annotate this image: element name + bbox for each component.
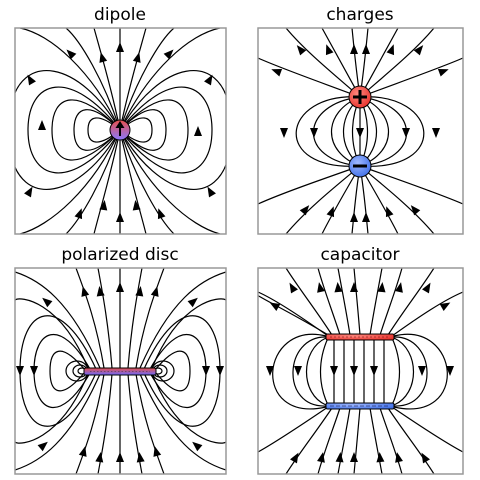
charges-frame: [257, 27, 464, 235]
dipole-frame: [14, 27, 227, 235]
panel-title-capacitor: capacitor: [320, 245, 400, 265]
disc-frame: [14, 267, 227, 475]
capacitor-arrowheads: [266, 282, 454, 464]
plus-sign-icon: [353, 90, 367, 104]
minus-sign-icon: [353, 164, 367, 168]
capacitor-panel: [257, 267, 464, 475]
disc-arrowheads: [16, 282, 224, 463]
capacitor-frame: [257, 267, 464, 475]
charges-arrowheads: [271, 44, 449, 222]
polarized-disc-panel: [14, 267, 227, 475]
panel-title-dipole: dipole: [94, 5, 146, 25]
charges-panel: [257, 27, 464, 235]
dipole-field-lines: [15, 28, 226, 234]
panel-title-charges: charges: [326, 5, 394, 25]
up-arrow-icon: [115, 121, 125, 136]
capacitor-field-lines: [258, 268, 463, 474]
panel-title-polarized-disc: polarized disc: [61, 245, 179, 265]
dipole-arrowheads: [24, 42, 216, 222]
dipole-panel: [14, 27, 227, 235]
polarized-disc: [83, 367, 157, 376]
